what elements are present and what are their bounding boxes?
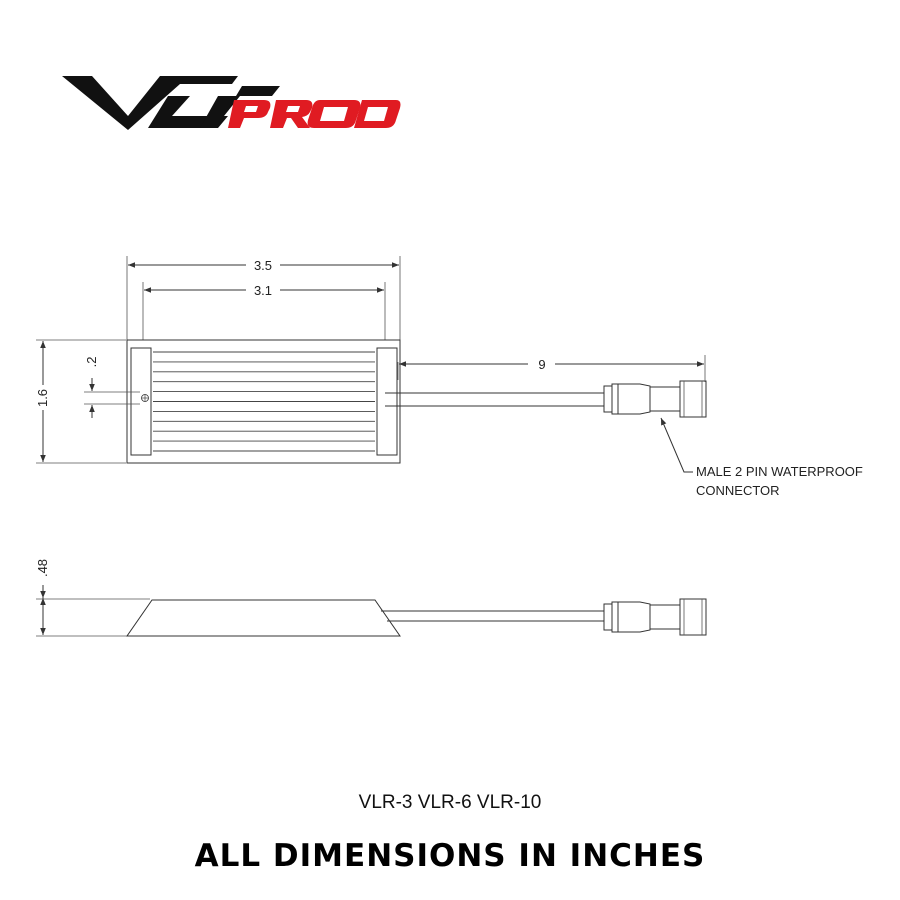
logo-letter-l: [148, 96, 208, 128]
housing-profile: [126, 599, 401, 637]
dim-inner-width: 3.1: [254, 283, 272, 298]
logo-letter-v: [62, 76, 238, 130]
left-mount-slot: [130, 347, 152, 456]
connector-leader: [660, 417, 693, 473]
logo-letter-r: [200, 86, 280, 128]
connector-top-view: [603, 380, 707, 418]
side-view: .48: [35, 559, 707, 637]
connector-note-line1: MALE 2 PIN WATERPROOF: [696, 464, 863, 479]
heat-sink-fins: [153, 351, 375, 452]
units-footer: ALL DIMENSIONS IN INCHES: [195, 838, 706, 874]
vlr-pro-logo: [62, 76, 401, 130]
dim-height: 1.6: [35, 389, 50, 407]
connector-side-view: [603, 598, 707, 636]
connector-note-line2: CONNECTOR: [696, 483, 780, 498]
model-list: VLR-3 VLR-6 VLR-10: [359, 792, 542, 813]
dim-overall-width: 3.5: [254, 258, 272, 273]
logo-pro: [228, 100, 401, 128]
right-mount-slot: [376, 347, 398, 456]
dim-cable-length: 9: [538, 357, 545, 372]
top-view: 3.5 3.1: [35, 256, 863, 498]
dim-thickness: .48: [35, 559, 50, 577]
dim-hole-offset: .2: [84, 357, 99, 368]
